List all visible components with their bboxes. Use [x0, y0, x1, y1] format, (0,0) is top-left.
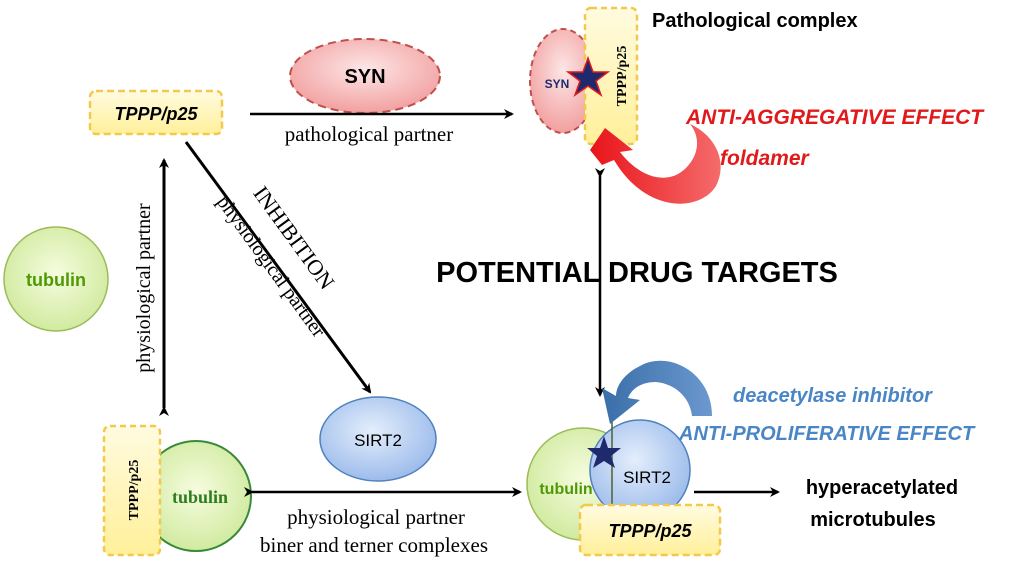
- deacetylase-inhibitor-label: deacetylase inhibitor: [733, 385, 933, 407]
- tubulin-node-left: tubulin: [3, 226, 109, 332]
- star-top-icon: [565, 55, 611, 97]
- syn-label: SYN: [344, 66, 385, 88]
- microtubules-label: microtubules: [810, 509, 936, 531]
- syn-small-label: SYN: [545, 77, 570, 91]
- pathological-complex: SYN TPPP/p25: [529, 6, 639, 146]
- pathological-partner-label: pathological partner: [285, 122, 454, 146]
- tubulin-label-bottomleft: tubulin: [172, 487, 228, 507]
- physiological-partner-vertical-label: physiological partner: [133, 203, 155, 373]
- star-bottom-icon: [587, 436, 621, 468]
- potential-drug-targets-title: POTENTIAL DRUG TARGETS: [436, 257, 838, 289]
- anti-proliferative-arrow-icon: [602, 360, 712, 424]
- physiological-partner-bottom-label: physiological partner: [287, 505, 465, 529]
- sirt2-label-middle: SIRT2: [354, 431, 402, 450]
- tppp-label-bottomleft: TPPP/p25: [127, 460, 142, 521]
- sirt2-node-middle: SIRT2: [319, 396, 437, 482]
- anti-proliferative-effect-label: ANTI-PROLIFERATIVE EFFECT: [678, 423, 976, 445]
- anti-aggregative-arrow-icon: [590, 124, 721, 204]
- tubulin-label-bottomright: tubulin: [539, 481, 592, 498]
- tppp-complex-label: TPPP/p25: [615, 46, 630, 107]
- sirt2-label-bottomright: SIRT2: [623, 468, 671, 487]
- tppp-label-topleft: TPPP/p25: [114, 104, 198, 124]
- tubulin-label-left: tubulin: [26, 270, 86, 290]
- anti-aggregative-effect-label: ANTI-AGGREGATIVE EFFECT: [685, 106, 985, 129]
- syn-node: SYN: [289, 38, 441, 114]
- tppp-tubulin-complex-bottomleft: tubulin TPPP/p25: [102, 424, 252, 557]
- tppp-label-bottomright: TPPP/p25: [608, 521, 692, 541]
- pathological-complex-title: Pathological complex: [652, 10, 858, 32]
- foldamer-label: foldamer: [720, 147, 811, 170]
- inhibition-diagonal-arrow: [184, 141, 372, 394]
- tppp-box-bottomleft: [102, 424, 162, 557]
- tppp-node-topleft: TPPP/p25: [88, 89, 224, 136]
- hyperacetylated-label: hyperacetylated: [806, 477, 958, 499]
- biner-terner-label: biner and terner complexes: [260, 533, 488, 557]
- tubulin-sirt2-tppp-complex: tubulin SIRT2 TPPP/p25: [526, 419, 722, 557]
- tppp-box-bottomright: [578, 503, 722, 557]
